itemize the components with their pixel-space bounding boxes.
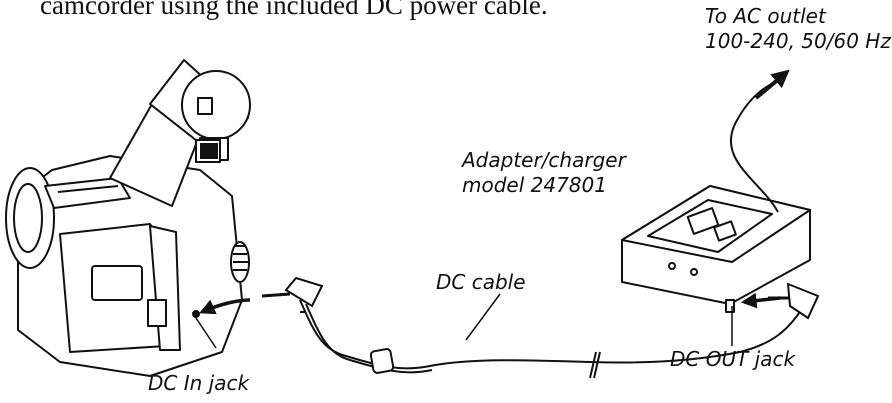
adapter-label: Adapter/charger model 247801 <box>462 148 626 198</box>
adapter-line-1: Adapter/charger <box>462 148 626 172</box>
dc-cable <box>299 299 807 379</box>
dc-out-arrow-icon <box>740 292 781 309</box>
dc-in-arrow-icon <box>199 298 251 315</box>
adapter-line-2: model 247801 <box>462 173 607 197</box>
dc-cable-leader <box>465 293 501 341</box>
camcorder-icon <box>5 59 251 377</box>
ac-arrow-icon <box>754 69 790 100</box>
intro-text: camcorder using the included DC power ca… <box>40 0 548 20</box>
dc-out-jack-label: DC OUT jack <box>670 347 796 371</box>
dc-in-leader <box>195 317 217 349</box>
ac-outlet-line-2: 100-240, 50/60 Hz <box>705 29 891 53</box>
ac-outlet-line-1: To AC outlet <box>705 4 826 28</box>
dc-cable-label: DC cable <box>436 270 526 294</box>
adapter-charger-icon <box>621 77 811 313</box>
dc-in-jack-label: DC In jack <box>148 371 250 395</box>
ac-outlet-label: To AC outlet 100-240, 50/60 Hz <box>705 4 891 54</box>
